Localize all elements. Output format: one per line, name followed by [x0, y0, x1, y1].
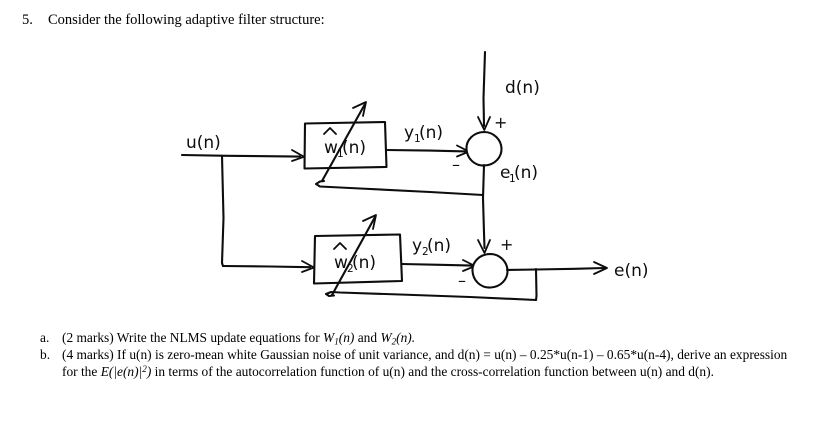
filter2-hat-accent [333, 242, 347, 250]
filter2-error-feedback-horizontal [324, 290, 538, 302]
filter1-label: w 1 (n) [323, 127, 366, 160]
question-number: 5. [22, 12, 33, 28]
svg-text:1: 1 [337, 148, 344, 160]
subquestion-a: a. (2 marks) Write the NLMS update equat… [40, 330, 805, 347]
y2-line [400, 262, 474, 267]
subquestion-b-line2-post: in terms of the autocorrelation function… [154, 363, 541, 379]
subquestion-b-expectation-exponent: 2 [142, 363, 147, 374]
subquestion-a-symbol1: W1(n) [323, 330, 355, 347]
d-input-line [482, 50, 487, 128]
subquestion-a-marker: a. [40, 330, 50, 345]
arrowhead-d-into-summer1 [477, 116, 491, 131]
label-e-output: e(n) [614, 261, 649, 281]
input-line-u [180, 153, 302, 158]
arrowhead-e1-into-summer2 [477, 239, 491, 254]
subquestion-a-symbol1-arg: (n) [338, 330, 355, 345]
subquestion-b: b. (4 marks) If u(n) is zero-mean white … [40, 347, 805, 380]
filter2-adaptation-arrow [330, 215, 377, 297]
label-y1: y 1 (n) [404, 123, 443, 145]
label-e1: e 1 (n) [500, 163, 538, 185]
subquestion-a-body: (2 marks) Write the NLMS update equation… [62, 330, 805, 347]
summer1-minus-sign: – [452, 155, 460, 174]
filter1-adaptation-arrowhead [352, 101, 367, 117]
adaptive-filter-diagram: u(n) d(n) w 1 (n) w 2 (n) y 1 (n) y 2 (n… [0, 38, 815, 328]
subquestion-a-symbol2-arg: (n). [396, 330, 416, 345]
subquestion-b-marks: (4 marks) [62, 347, 114, 363]
svg-text:y: y [404, 123, 414, 143]
input-branch-down [220, 154, 225, 268]
subquestion-b-expectation-body: (|e(n)| [108, 363, 143, 379]
summer1-plus-sign: + [494, 113, 507, 132]
subquestion-b-line3: function between u(n) and d(n). [543, 363, 714, 379]
subquestion-a-marks: (2 marks) [62, 330, 114, 345]
svg-text:e: e [500, 163, 510, 183]
e1-line [481, 163, 486, 250]
label-y2: y 2 (n) [412, 236, 451, 258]
filter2-label: w 2 (n) [333, 242, 376, 275]
summer2-minus-sign: – [458, 271, 466, 290]
question-header: 5. Consider the following adaptive filte… [22, 12, 782, 29]
label-d-input: d(n) [505, 78, 540, 98]
subquestion-a-conjunction: and [357, 330, 378, 345]
svg-text:(n): (n) [427, 236, 451, 256]
svg-text:w: w [324, 138, 338, 158]
subquestion-b-marker: b. [40, 347, 51, 363]
summer2-circle [471, 252, 509, 289]
subquestion-a-symbol2: W2(n). [380, 330, 416, 347]
svg-text:2: 2 [347, 263, 354, 275]
subquestion-b-expectation-expr: E(|e(n)|2) [100, 363, 152, 379]
summer2-plus-sign: + [500, 235, 513, 254]
filter1-error-feedback [314, 179, 485, 197]
arrowhead-e-output [593, 261, 608, 275]
y1-line [384, 148, 468, 153]
svg-text:y: y [412, 236, 422, 256]
subquestion-b-body: (4 marks) If u(n) is zero-mean white Gau… [62, 347, 805, 380]
svg-text:(n): (n) [352, 253, 376, 273]
svg-text:(n): (n) [419, 123, 443, 143]
filter1-hat-accent [323, 127, 337, 135]
subquestions-list: a. (2 marks) Write the NLMS update equat… [40, 330, 805, 380]
svg-text:2: 2 [422, 246, 429, 258]
input-branch-to-filter2 [221, 264, 312, 269]
subquestion-b-line2-pre: derive an expression for the [62, 347, 788, 379]
svg-text:1: 1 [414, 133, 421, 145]
filter2-adaptation-arrowhead [362, 214, 377, 230]
question-prompt: Consider the following adaptive filter s… [48, 12, 325, 28]
filter1-adaptation-arrow [320, 102, 367, 183]
subquestion-a-text: Write the NLMS update equations for [116, 330, 320, 345]
subquestion-a-symbol1-sub: 1 [334, 336, 339, 347]
svg-text:(n): (n) [342, 138, 366, 158]
summer1-circle [465, 130, 503, 167]
svg-text:w: w [334, 253, 348, 273]
subquestion-a-symbol2-sub: 2 [391, 336, 397, 347]
svg-text:(n): (n) [514, 163, 538, 183]
filter2-error-feedback-vertical [534, 267, 538, 302]
svg-text:1: 1 [509, 173, 516, 185]
subquestion-b-expectation-close: ) [146, 363, 152, 379]
subquestion-b-line1: If u(n) is zero-mean white Gaussian nois… [117, 347, 674, 363]
label-u-input: u(n) [186, 133, 221, 153]
e-output-line [505, 266, 606, 272]
